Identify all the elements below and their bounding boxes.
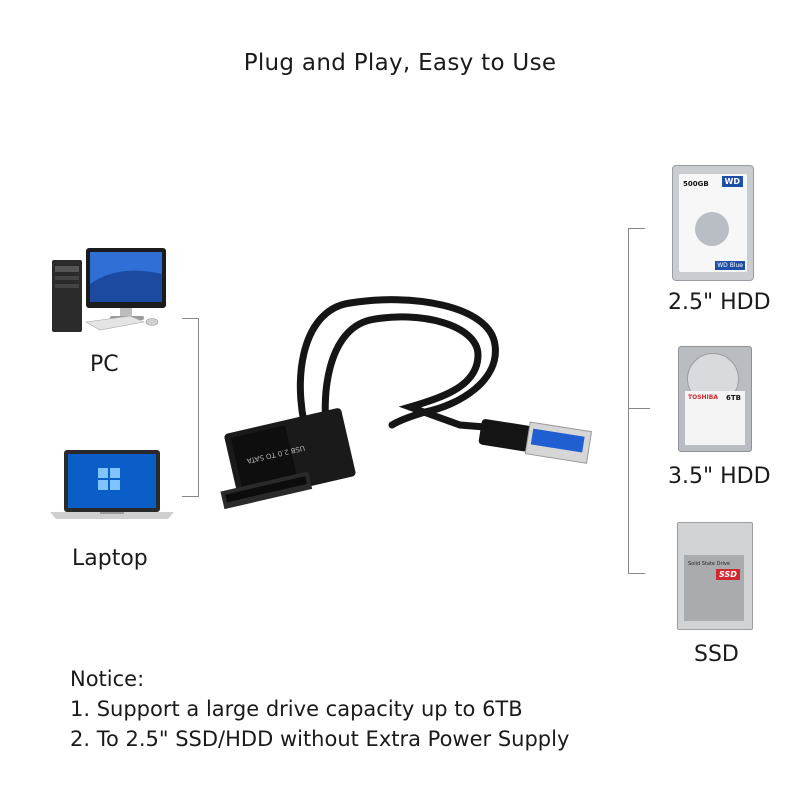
ssd-badge: SSD (716, 569, 740, 580)
hdd-3-5-label: 3.5" HDD (668, 464, 771, 489)
ssd-label: SSD (694, 642, 739, 667)
toshiba-capacity: 6TB (726, 394, 741, 402)
hdd-3-5-image: TOSHIBA 6TB (678, 346, 752, 452)
ssd-panel (684, 555, 744, 621)
hdd-2-5-image: WD 500GB WD Blue (672, 165, 754, 281)
notice-heading: Notice: (70, 667, 145, 691)
wd-series: WD Blue (715, 261, 745, 270)
pc-icon (52, 248, 166, 332)
wd-disk-graphic (695, 212, 729, 246)
hdd-2-5-label: 2.5" HDD (668, 290, 771, 315)
toshiba-logo: TOSHIBA (688, 394, 718, 401)
laptop-label: Laptop (72, 546, 148, 571)
notice-line: 1. Support a large drive capacity up to … (70, 697, 523, 721)
host-bracket (182, 318, 199, 497)
drive-bracket (628, 228, 645, 574)
notice-line: 2. To 2.5" SSD/HDD without Extra Power S… (70, 727, 570, 751)
drive-bracket-tick (628, 408, 650, 409)
pc-label: PC (90, 352, 119, 377)
usb-sata-cable-icon: USB 2.0 TO SATA (220, 296, 593, 510)
laptop-icon (50, 450, 174, 519)
wd-label: WD 500GB WD Blue (679, 174, 747, 272)
ssd-model: Solid State Drive (688, 561, 730, 567)
wd-logo: WD (721, 176, 743, 187)
wd-capacity: 500GB (683, 180, 709, 188)
toshiba-label: TOSHIBA 6TB (685, 391, 745, 445)
notice-block: Notice: 1. Support a large drive capacit… (70, 664, 569, 754)
page-title: Plug and Play, Easy to Use (243, 50, 557, 76)
ssd-image: Solid State Drive SSD (677, 522, 753, 630)
